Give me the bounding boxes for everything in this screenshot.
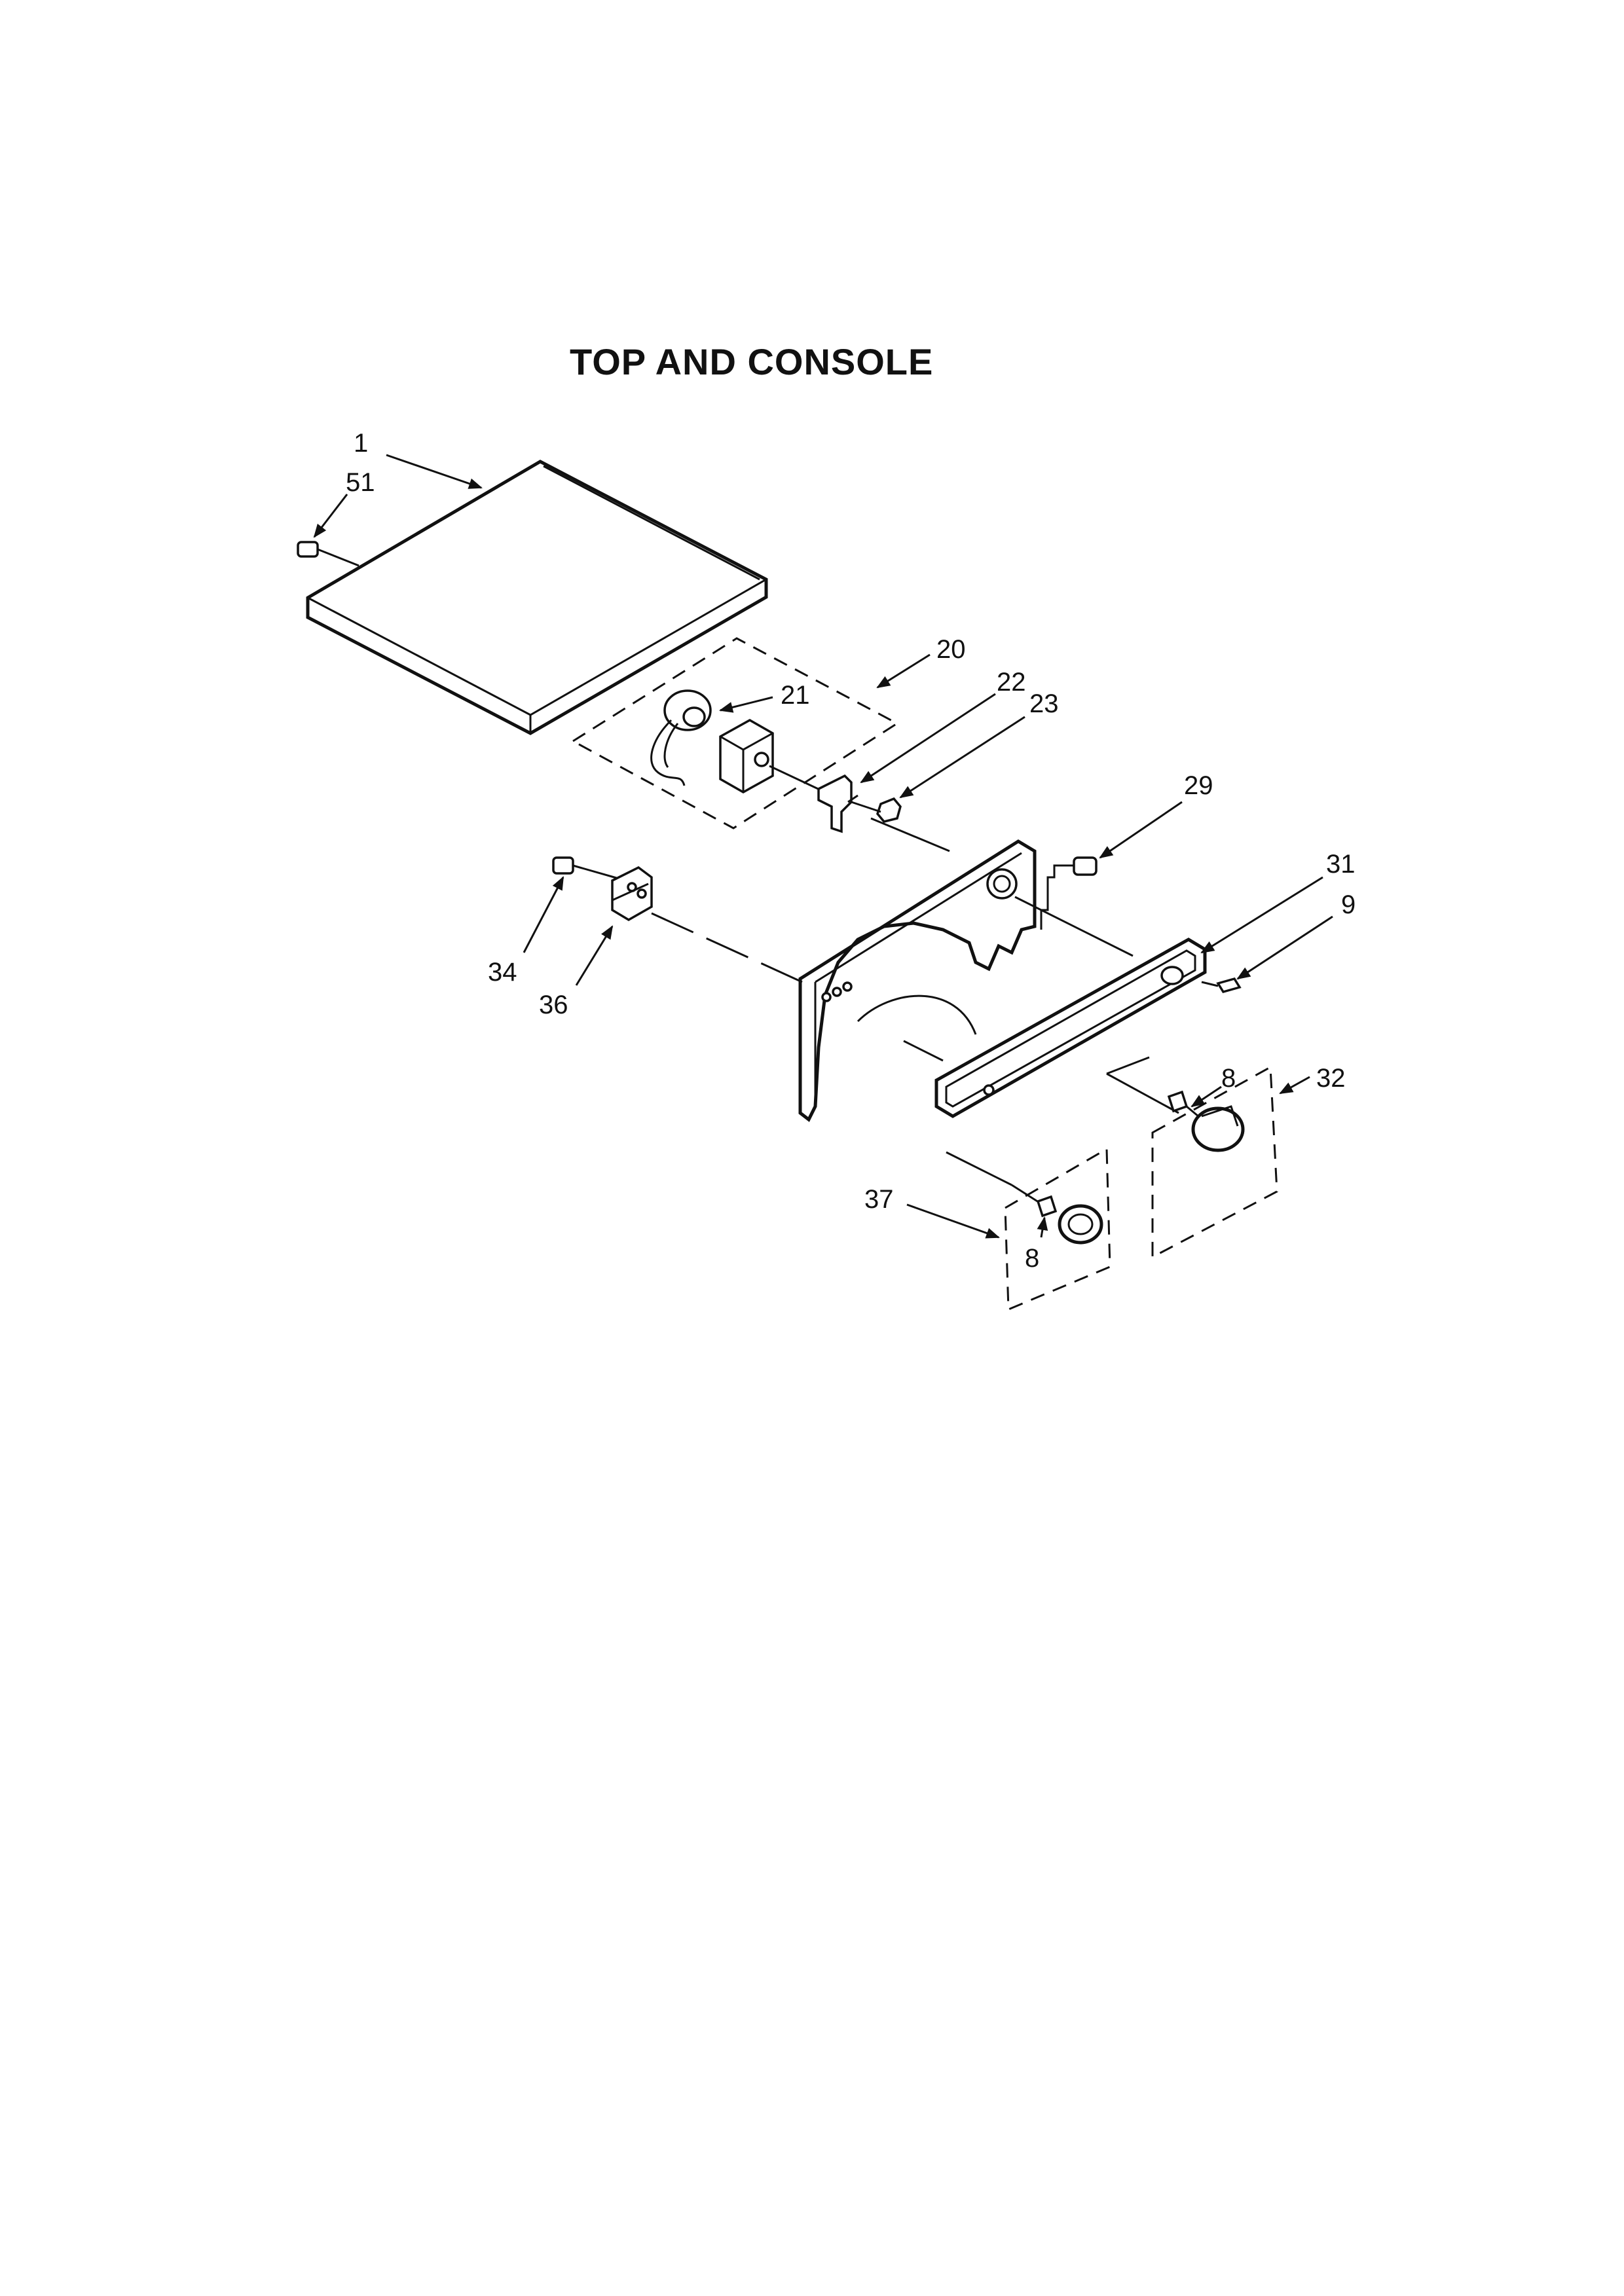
callout-8-upper: 8 bbox=[1221, 1064, 1236, 1093]
callout-34: 34 bbox=[488, 958, 517, 987]
callout-32: 32 bbox=[1316, 1064, 1346, 1093]
screw-51 bbox=[297, 541, 360, 567]
console-panel bbox=[798, 839, 1134, 1122]
callout-36: 36 bbox=[539, 991, 568, 1019]
callout-22: 22 bbox=[997, 668, 1026, 697]
callout-9: 9 bbox=[1341, 890, 1356, 919]
switch-21 bbox=[650, 689, 712, 786]
knob-assembly-box-37 bbox=[1004, 1147, 1111, 1311]
assembly-to-console-line bbox=[870, 817, 950, 852]
screw-9 bbox=[1201, 977, 1242, 994]
callout-51: 51 bbox=[346, 468, 375, 497]
callout-37: 37 bbox=[864, 1185, 894, 1214]
callout-1: 1 bbox=[354, 429, 368, 458]
leader-lines bbox=[313, 454, 1333, 1239]
callout-31: 31 bbox=[1326, 850, 1356, 879]
diagram-title: TOP AND CONSOLE bbox=[570, 341, 934, 382]
callout-21: 21 bbox=[781, 681, 810, 710]
hinge-bracket-36 bbox=[611, 866, 653, 922]
bracket-22 bbox=[817, 774, 858, 833]
callout-8-lower: 8 bbox=[1025, 1244, 1039, 1273]
knob-32 bbox=[1167, 1090, 1245, 1152]
knob-assembly-box-32 bbox=[1151, 1065, 1278, 1259]
callout-23: 23 bbox=[1029, 689, 1059, 718]
screw-34 bbox=[552, 856, 619, 880]
nut-23 bbox=[851, 797, 902, 823]
knob-37-leader-line bbox=[946, 1151, 1012, 1186]
callout-29: 29 bbox=[1184, 771, 1213, 800]
hinge-to-console-line bbox=[651, 912, 803, 983]
knob-37 bbox=[1036, 1195, 1103, 1245]
top-panel bbox=[306, 460, 768, 735]
knob-leader-line bbox=[1106, 1056, 1150, 1075]
timer-switch bbox=[719, 718, 826, 794]
callout-20: 20 bbox=[936, 635, 966, 664]
screw-29 bbox=[1040, 856, 1098, 930]
control-panel-overlay-31 bbox=[903, 938, 1207, 1118]
control-assembly-box-20 bbox=[571, 637, 899, 829]
